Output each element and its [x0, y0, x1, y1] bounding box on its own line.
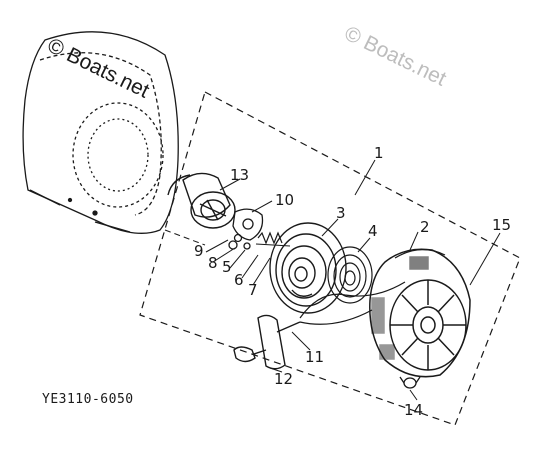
callout-8: 8 [208, 254, 218, 272]
leader-lines [205, 159, 501, 401]
callout-13: 13 [230, 166, 249, 184]
part-callouts: 1 2 3 4 5 6 7 8 9 10 11 12 13 14 15 [194, 144, 511, 419]
callout-11: 11 [305, 348, 324, 366]
callout-15: 15 [492, 216, 511, 234]
engine-shroud [22, 31, 179, 234]
callout-7: 7 [248, 281, 258, 299]
callout-14: 14 [404, 401, 423, 419]
drive-cup [167, 172, 236, 229]
callout-12: 12 [274, 370, 293, 388]
starter-rope [299, 281, 406, 325]
shroud-link-line [164, 229, 206, 246]
watermark-secondary: © Boats.net [341, 22, 450, 91]
callout-6: 6 [234, 271, 244, 289]
starter-housing [369, 248, 471, 378]
ratchet-parts [228, 208, 264, 250]
recoil-spring [327, 246, 373, 304]
callout-3: 3 [336, 204, 346, 222]
mounting-bolt [399, 376, 421, 389]
watermark-primary: © Boats.net [44, 34, 153, 103]
diagram-code: YE3110-6050 [42, 392, 134, 407]
starter-handle [233, 314, 301, 370]
callout-9: 9 [194, 242, 204, 260]
callout-10: 10 [275, 191, 294, 209]
callout-2: 2 [420, 218, 430, 236]
rope-pulley [269, 222, 347, 314]
callout-1: 1 [374, 144, 384, 162]
callout-4: 4 [368, 222, 378, 240]
callout-5: 5 [222, 258, 232, 276]
